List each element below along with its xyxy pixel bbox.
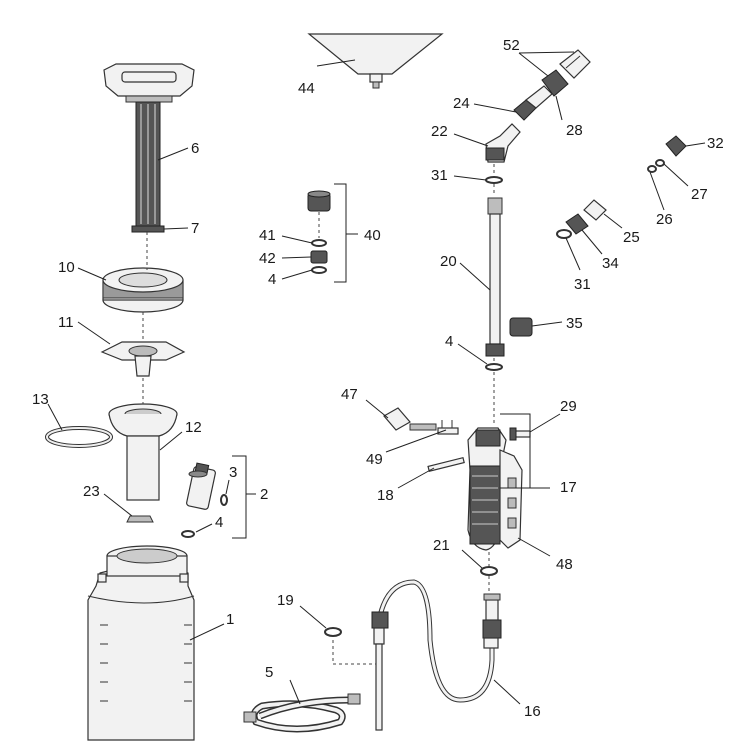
label-11: 11 bbox=[58, 314, 74, 331]
label-6: 6 bbox=[191, 140, 199, 157]
label-4-wand: 4 bbox=[445, 333, 453, 350]
part-10-collar-nut bbox=[102, 267, 184, 313]
label-12: 12 bbox=[185, 419, 202, 436]
label-19: 19 bbox=[277, 592, 294, 609]
label-29: 29 bbox=[560, 398, 577, 415]
label-1: 1 bbox=[226, 611, 234, 628]
part-7-rod-seal bbox=[131, 225, 165, 233]
label-32: 32 bbox=[707, 135, 724, 152]
part-27-washer bbox=[655, 159, 665, 167]
label-10: 10 bbox=[58, 259, 75, 276]
part-44-spray-shield bbox=[307, 33, 444, 89]
label-2: 2 bbox=[260, 486, 268, 503]
label-18: 18 bbox=[377, 487, 394, 504]
part-23-clip bbox=[126, 515, 154, 523]
label-22: 22 bbox=[431, 123, 448, 140]
label-20: 20 bbox=[440, 253, 457, 270]
label-35: 35 bbox=[566, 315, 583, 332]
label-48: 48 bbox=[556, 556, 573, 573]
label-40: 40 bbox=[364, 227, 381, 244]
part-52-nozzle-tip bbox=[559, 49, 591, 79]
part-25-nozzle bbox=[583, 199, 607, 221]
part-6-pump-handle bbox=[103, 63, 195, 227]
label-4-nozzle: 4 bbox=[268, 271, 276, 288]
label-47: 47 bbox=[341, 386, 358, 403]
part-32-cap bbox=[665, 135, 687, 157]
label-17: 17 bbox=[560, 479, 577, 496]
part-34-fitting bbox=[565, 213, 589, 235]
label-5: 5 bbox=[265, 664, 273, 681]
leader-lines bbox=[47, 51, 706, 705]
part-20-wand bbox=[485, 197, 505, 357]
label-24: 24 bbox=[453, 95, 470, 112]
part-11-valve-plate bbox=[100, 341, 186, 377]
part-47-connector bbox=[383, 407, 411, 431]
label-41: 41 bbox=[259, 227, 276, 244]
part-40-nozzle-cap bbox=[307, 190, 331, 212]
part-42-nozzle-insert bbox=[310, 250, 328, 264]
part-49-valve-stem bbox=[409, 420, 459, 435]
part-12-pump-cylinder bbox=[108, 403, 178, 501]
assembly-lines bbox=[142, 164, 495, 665]
part-1-tank bbox=[87, 545, 195, 741]
part-22-elbow bbox=[485, 123, 521, 163]
callout-labels: 6 7 10 11 13 12 23 3 4 2 1 5 44 41 42 4 … bbox=[32, 37, 724, 720]
label-3: 3 bbox=[229, 464, 237, 481]
part-2-safety-valve bbox=[186, 462, 216, 510]
part-29-screw bbox=[509, 427, 531, 441]
part-21-washer bbox=[480, 566, 498, 576]
part-31-washer-upper bbox=[485, 176, 503, 184]
label-31-upper: 31 bbox=[431, 167, 448, 184]
label-42: 42 bbox=[259, 250, 276, 267]
label-16: 16 bbox=[524, 703, 541, 720]
part-13-o-ring bbox=[45, 426, 113, 448]
part-19-washer bbox=[324, 627, 342, 637]
part-4-washer-wand bbox=[485, 363, 503, 371]
label-23: 23 bbox=[83, 483, 100, 500]
label-25: 25 bbox=[623, 229, 640, 246]
label-27: 27 bbox=[691, 186, 708, 203]
part-17-handle bbox=[467, 427, 507, 551]
label-21: 21 bbox=[433, 537, 450, 554]
part-26-o-ring bbox=[647, 165, 657, 173]
part-4-washer-nozzle bbox=[311, 266, 327, 274]
label-34: 34 bbox=[602, 255, 619, 272]
label-26: 26 bbox=[656, 211, 673, 228]
part-48-trigger bbox=[499, 449, 523, 549]
label-52: 52 bbox=[503, 37, 520, 54]
label-4-tank: 4 bbox=[215, 514, 223, 531]
part-16-hose bbox=[371, 579, 502, 731]
label-44: 44 bbox=[298, 80, 315, 97]
part-28-nozzle-nut bbox=[541, 69, 569, 97]
part-31-washer-lower bbox=[556, 229, 572, 239]
label-31-lower: 31 bbox=[574, 276, 591, 293]
part-3-o-ring-small bbox=[220, 494, 228, 506]
part-5-strap bbox=[243, 693, 361, 733]
label-28: 28 bbox=[566, 122, 583, 139]
part-35-nut bbox=[509, 317, 533, 337]
part-18-pin bbox=[427, 456, 465, 472]
label-49: 49 bbox=[366, 451, 383, 468]
label-7: 7 bbox=[191, 220, 199, 237]
label-13: 13 bbox=[32, 391, 49, 408]
part-24-nozzle-adapter bbox=[513, 85, 553, 121]
part-4-washer-tank bbox=[181, 530, 195, 538]
part-41-washer bbox=[311, 239, 327, 247]
